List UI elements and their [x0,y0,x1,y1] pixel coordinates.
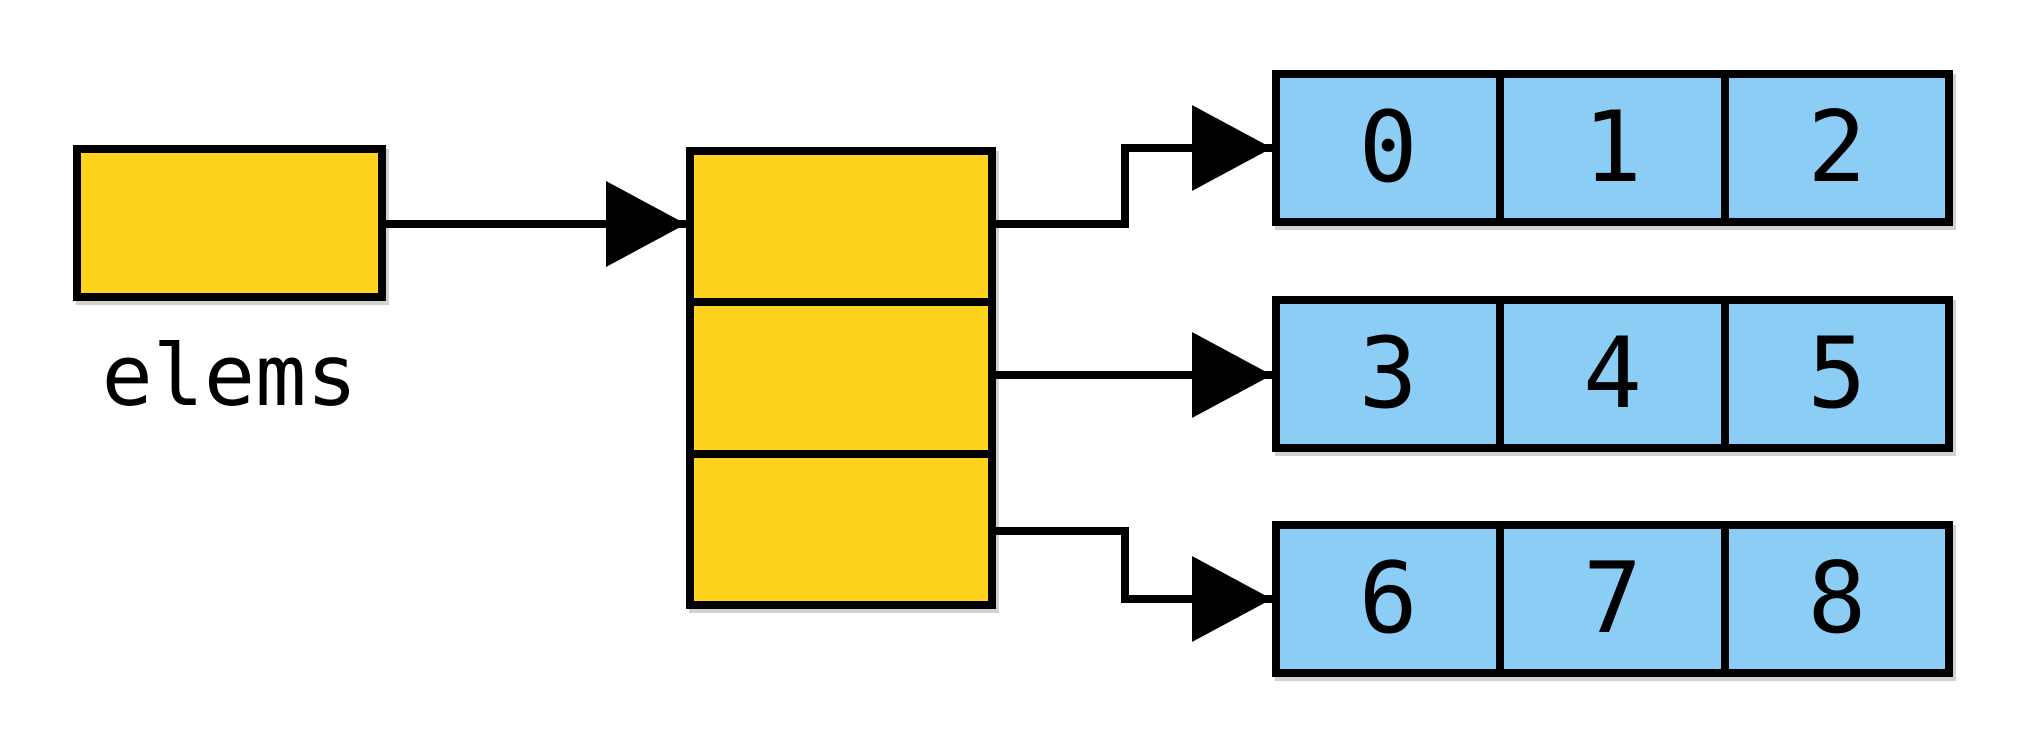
array-row-2: 6 7 8 [1272,521,1953,677]
elems-pointer-box [73,145,386,301]
pointer-slot-1 [694,298,988,449]
arrow-slot0-to-row0 [992,105,1272,228]
array-row-1: 3 4 5 [1272,296,1953,452]
arrow-slot2-to-row2 [992,527,1272,642]
array-cell-8: 8 [1720,529,1945,669]
array-cell-4: 4 [1496,304,1720,444]
array-row-0: 0 1 2 [1272,70,1953,226]
array-cell-1: 1 [1496,78,1720,218]
array-cell-3: 3 [1358,317,1418,431]
array-cell-5: 5 [1720,304,1945,444]
elems-label: elems [101,327,358,426]
array-cell-7: 7 [1496,529,1720,669]
array-cell-6: 6 [1358,542,1418,656]
pointer-slot-2 [694,449,988,601]
array-cell-2: 2 [1720,78,1945,218]
array-cell-0: 0 [1358,91,1418,205]
pointer-array-box [686,147,996,609]
pointer-slot-0 [694,155,988,298]
